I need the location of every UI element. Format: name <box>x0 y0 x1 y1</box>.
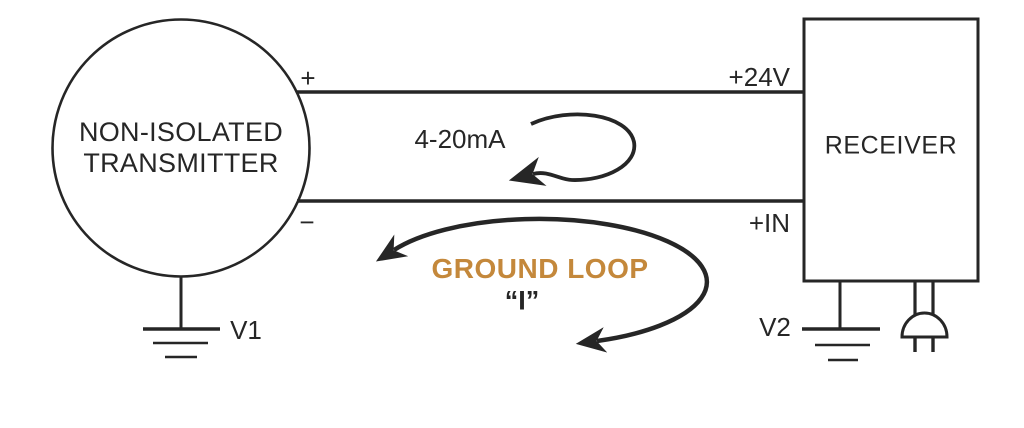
receiver-label: RECEIVER <box>824 131 958 160</box>
v1-label: V1 <box>230 315 262 345</box>
transmitter-label-line1: NON-ISOLATED <box>78 117 284 147</box>
plus-terminal-label: + <box>300 63 316 93</box>
ground-loop-current-label: “I” <box>504 285 540 316</box>
current-loop-arrow-icon <box>508 112 637 186</box>
transmitter-label-line2: TRANSMITTER <box>83 148 279 178</box>
transmitter-label: NON-ISOLATED TRANSMITTER <box>79 117 283 179</box>
current-loop-label: 4-20mA <box>414 124 506 154</box>
transmitter-ground-icon <box>143 276 220 359</box>
v2-label: V2 <box>759 312 791 342</box>
ground-loop-arrow-icon <box>375 216 710 353</box>
input-terminal-label: +IN <box>748 208 790 238</box>
supply-terminal-label: +24V <box>728 62 790 92</box>
minus-terminal-label: − <box>299 207 315 237</box>
ac-plug-icon <box>900 281 949 352</box>
receiver-ground-icon <box>802 281 880 362</box>
receiver-box <box>802 17 980 283</box>
ground-loop-label: GROUND LOOP <box>431 253 649 284</box>
